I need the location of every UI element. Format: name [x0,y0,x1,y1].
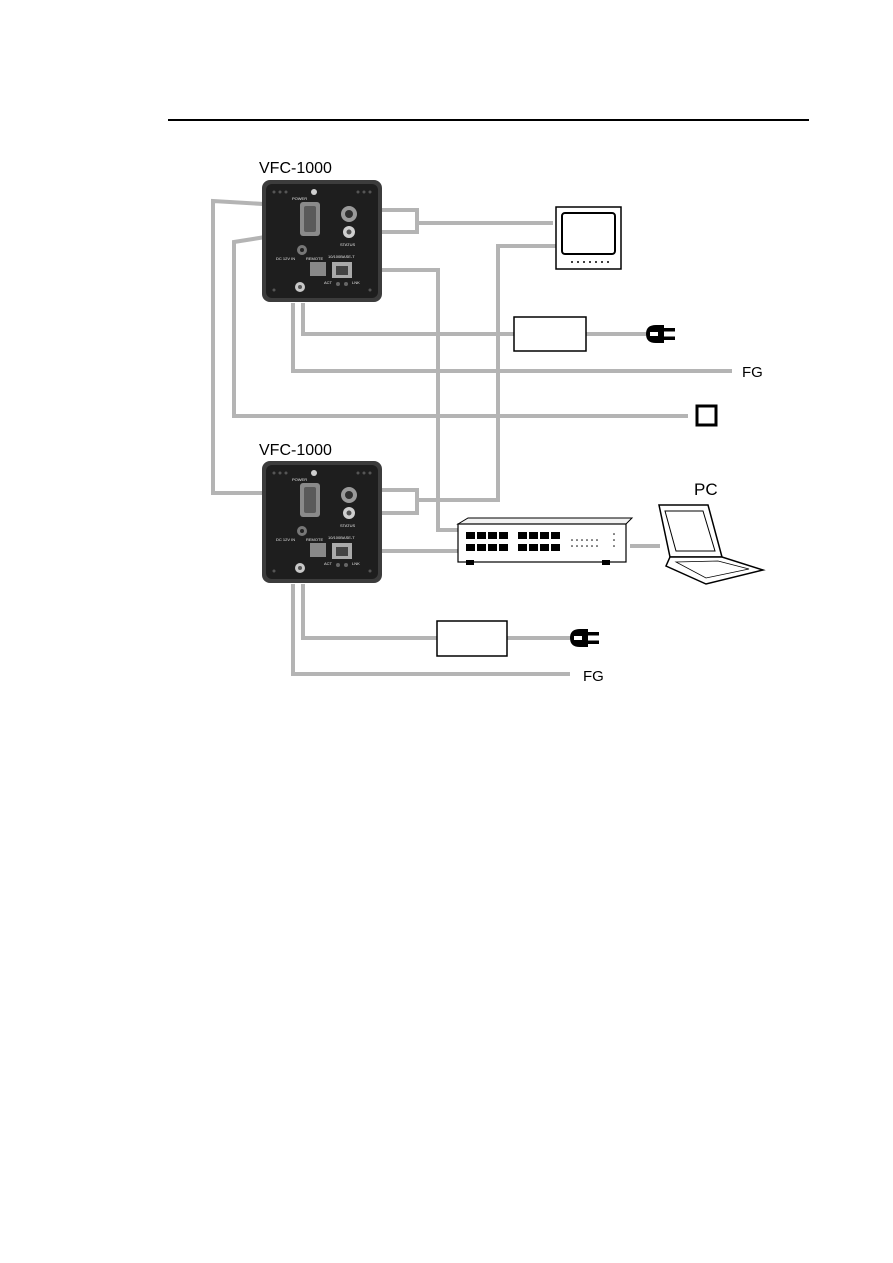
fg-label-bottom: FG [583,668,604,685]
svg-text:ACT: ACT [324,280,333,285]
svg-text:DC 12V IN: DC 12V IN [276,537,295,542]
page-header-rule [168,119,809,121]
svg-text:STATUS: STATUS [340,523,356,528]
svg-text:LNK: LNK [352,280,360,285]
svg-text:POWER: POWER [292,196,307,201]
fg-label-top: FG [742,364,763,381]
power-cable-top [301,303,514,336]
cable-group [211,198,732,676]
ac-adapter-bottom [436,620,508,657]
external-device-box [695,404,718,427]
pc-label: PC [694,480,718,499]
svg-text:STATUS: STATUS [340,242,356,247]
ground-cable-top [291,303,732,373]
power-cable-bottom [301,584,437,640]
vfc-rear-panel-bottom: POWER REMOTE 10/100BASE-T STATUS DC 12V … [262,461,382,583]
svg-text:REMOTE: REMOTE [306,256,323,261]
video-cable-top-b [352,221,553,234]
ground-cable-bottom [291,584,570,676]
unit-title-top: VFC-1000 [259,160,332,177]
lan-cable-top [356,268,458,532]
video-cable-bottom-b [352,244,560,515]
vfc-rear-panel-top: POWER REMOTE 10/100BASE-T STATUS DC 12V … [262,180,382,302]
unit-title-bottom: VFC-1000 [259,442,332,459]
svg-text:10/100BASE-T: 10/100BASE-T [328,535,355,540]
laptop-icon [658,504,766,585]
svg-text:ACT: ACT [324,561,333,566]
monitor-icon [555,206,622,270]
svg-text:POWER: POWER [292,477,307,482]
power-plug-icon-bottom [570,629,599,647]
svg-text:10/100BASE-T: 10/100BASE-T [328,254,355,259]
svg-text:LNK: LNK [352,561,360,566]
svg-text:REMOTE: REMOTE [306,537,323,542]
ac-adapter-top [513,316,587,352]
network-hub-icon [456,517,634,565]
power-plug-icon-top [646,325,675,343]
svg-text:DC 12V IN: DC 12V IN [276,256,295,261]
serial-link-cable [211,198,298,495]
